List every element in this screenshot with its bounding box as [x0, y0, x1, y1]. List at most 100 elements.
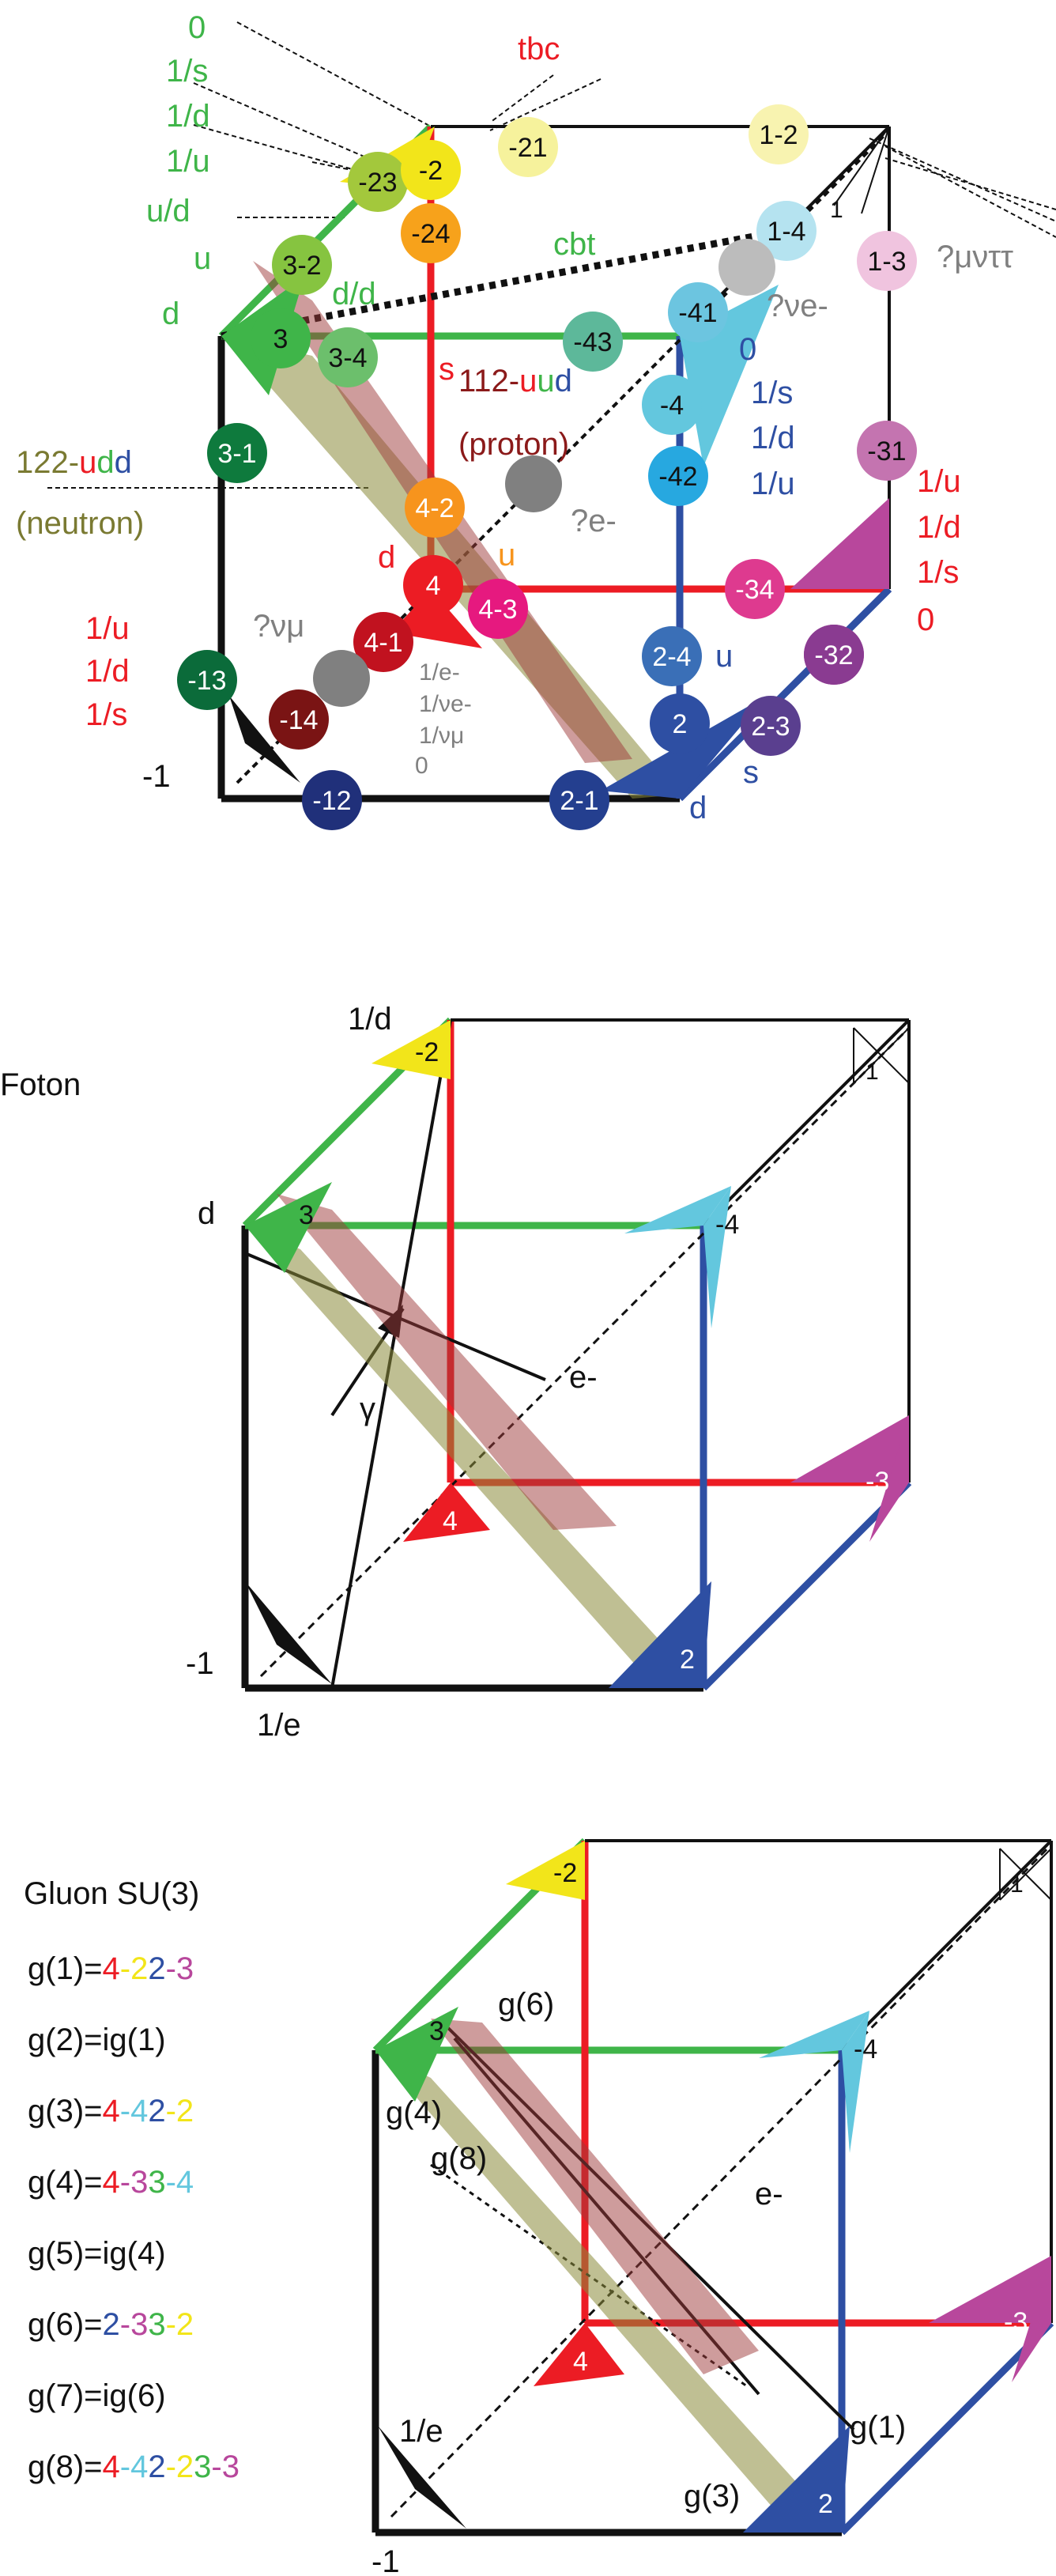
circle-2n4: 2-4 [642, 626, 702, 686]
label-minus-one: -1 [142, 759, 171, 794]
label-d: d [162, 297, 179, 331]
circle-n14: -14 [269, 689, 329, 750]
gluon-equation: g(6)=2-33-2 [28, 2307, 194, 2342]
gray-circle-numu [313, 650, 370, 707]
circle-n24: -24 [401, 203, 461, 263]
circle-n12: -12 [302, 770, 362, 830]
marker-minus-2: -2 [553, 1858, 577, 1888]
gluon-equation: g(5)=ig(4) [28, 2236, 166, 2271]
label-e: ?e- [571, 504, 617, 538]
label-right-u: u [715, 639, 733, 674]
svg-text:4: 4 [426, 571, 441, 601]
svg-text:-13: -13 [187, 666, 226, 696]
gray-circle-e [505, 455, 562, 512]
svg-text:-21: -21 [508, 133, 547, 163]
svg-text:-34: -34 [735, 575, 774, 605]
marker-2: 2 [818, 2489, 833, 2519]
svg-text:-12: -12 [312, 786, 351, 816]
label-blue-one-u: 1/u [751, 466, 795, 501]
label-u: u [194, 241, 211, 276]
gluon-title: Gluon SU(3) [24, 1876, 199, 1911]
circle-1n3: 1-3 [857, 231, 917, 291]
circle-n31: -31 [857, 421, 917, 481]
svg-text:4-3: 4-3 [478, 595, 517, 625]
label-nu-mu: ?νμ [253, 609, 304, 644]
label-proton-formula: 112-uud [458, 364, 572, 398]
marker-minus-4: -4 [854, 2034, 877, 2064]
marker-4: 4 [443, 1506, 458, 1536]
label-right-s: s [743, 755, 759, 790]
label-u-over-d: u/d [146, 194, 190, 229]
svg-text:-14: -14 [279, 705, 318, 735]
circle-2n3: 2-3 [741, 696, 801, 756]
gluon-equation: g(8)=4-42-23-3 [28, 2449, 239, 2484]
circle-2: 2 [650, 693, 710, 754]
marker-minus-3: -3 [866, 1467, 889, 1497]
label-one-d: 1/d [166, 99, 210, 134]
label-one-s: 1/s [166, 54, 208, 89]
label-minus-one: -1 [186, 1646, 214, 1681]
panel-2-cube: Foton 1/d d γ e- -1 1/e -2 3 -4 4 [0, 1002, 912, 1743]
label-center-s: s [439, 352, 454, 387]
circle-4n3: 4-3 [468, 579, 528, 639]
marker-minus-2: -2 [415, 1037, 439, 1067]
label-red-one-d: 1/d [85, 654, 130, 689]
label-proton: (proton) [458, 427, 569, 462]
circle-3n4: 3-4 [318, 327, 378, 387]
gluon-equation: g(7)=ig(6) [28, 2378, 166, 2413]
label-cbt: cbt [553, 227, 595, 262]
svg-text:3-2: 3-2 [282, 251, 321, 281]
label-e: e- [569, 1360, 598, 1395]
circle-3n2: 3-2 [272, 235, 332, 295]
label-red-right-one-d: 1/d [917, 510, 961, 545]
circle-n41: -41 [668, 282, 728, 342]
label-red-right-one-u: 1/u [917, 464, 961, 499]
label-g3: g(3) [684, 2479, 740, 2514]
marker-4: 4 [573, 2347, 588, 2377]
marker-1: 1 [1010, 1872, 1024, 1898]
label-center-zero: 0 [415, 753, 428, 779]
circle-1n2: 1-2 [749, 104, 809, 164]
label-blue-one-s: 1/s [751, 376, 793, 410]
svg-text:3: 3 [273, 324, 289, 354]
label-red-one-u: 1/u [85, 611, 130, 646]
svg-text:-32: -32 [814, 640, 853, 670]
svg-text:2-3: 2-3 [751, 712, 790, 742]
svg-text:-42: -42 [658, 462, 697, 492]
circle-n32: -32 [804, 625, 864, 685]
svg-text:1-3: 1-3 [867, 247, 906, 277]
label-d: d [198, 1196, 215, 1231]
gluon-equation: g(4)=4-33-4 [28, 2165, 194, 2200]
circle-1n4: 1-4 [756, 201, 817, 261]
circle-2n1: 2-1 [549, 770, 609, 830]
circle-n13: -13 [177, 650, 237, 710]
marker-minus-3: -3 [1004, 2307, 1028, 2337]
svg-text:2-1: 2-1 [560, 786, 598, 816]
label-one-e: 1/e [399, 2414, 443, 2449]
gluon-equation: g(1)=4-22-3 [28, 1951, 194, 1986]
gray-circle-nue [718, 239, 775, 296]
label-mu-nu-tau: ?μνττ [937, 240, 1013, 274]
label-g6: g(6) [498, 1987, 554, 2022]
svg-text:2: 2 [673, 709, 688, 739]
label-center-d: d [378, 540, 395, 575]
label-tbc: tbc [518, 32, 560, 66]
label-one-u: 1/u [166, 144, 210, 179]
svg-text:4-2: 4-2 [415, 493, 454, 523]
gluon-equation: g(2)=ig(1) [28, 2023, 166, 2057]
circle-n42: -42 [648, 446, 708, 506]
svg-text:4-1: 4-1 [364, 628, 402, 658]
circle-4n2: 4-2 [405, 478, 465, 538]
svg-text:-31: -31 [867, 436, 906, 466]
circle-n2: -2 [401, 140, 461, 200]
panel-1-cube: -23-2-21-241-21-41-33-23-433-1-43-41-4-4… [16, 10, 1056, 830]
foton-title: Foton [0, 1067, 81, 1102]
label-minus-one: -1 [371, 2544, 400, 2576]
marker-1: 1 [866, 1059, 879, 1085]
panel-3-cube: Gluon SU(3) g(1)=4-22-3g(2)=ig(1)g(3)=4-… [24, 1838, 1054, 2576]
label-one: 1 [830, 197, 843, 223]
circle-n4: -4 [642, 375, 702, 435]
svg-text:2-4: 2-4 [652, 642, 691, 672]
svg-text:-2: -2 [419, 156, 443, 186]
label-center-u: u [498, 538, 515, 572]
